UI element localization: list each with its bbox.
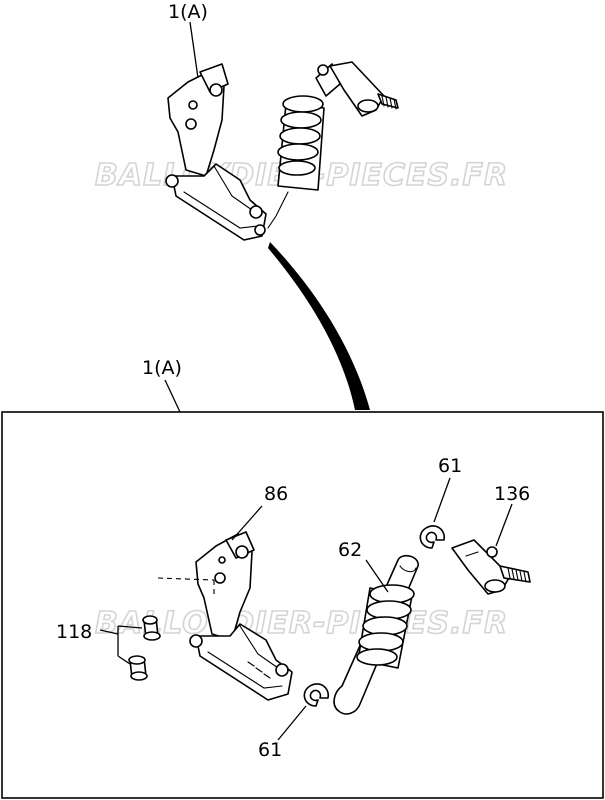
pin-118-a — [142, 615, 161, 641]
watermark-bottom: BALLOYDIER-PIECES.FR — [95, 606, 508, 641]
switch-136 — [451, 539, 531, 595]
leader-136 — [495, 503, 513, 547]
callout-61-bottom: 61 — [258, 739, 282, 761]
callout-61-top: 61 — [438, 455, 462, 477]
assembled-pedal-top — [165, 21, 399, 241]
detail-frame — [1, 411, 604, 799]
spring-rod-62 — [333, 554, 419, 715]
detail-pointer-arrow — [268, 242, 370, 410]
clip-61-top — [419, 525, 446, 549]
clip-61-bottom — [303, 683, 330, 707]
leader-118 — [99, 625, 143, 665]
callout-1a-top: 1(A) — [168, 1, 208, 23]
leader-61-bottom — [277, 705, 307, 741]
callout-86: 86 — [264, 483, 288, 505]
callout-62: 62 — [338, 539, 362, 561]
leader-62 — [365, 559, 389, 593]
callout-136: 136 — [494, 483, 530, 505]
pedal-bracket-86 — [189, 531, 293, 701]
callout-118: 118 — [56, 621, 92, 643]
leader-86 — [231, 505, 263, 541]
leader-61-top — [433, 477, 451, 523]
callout-1a-box: 1(A) — [142, 357, 182, 379]
pin-118-b — [128, 655, 148, 681]
